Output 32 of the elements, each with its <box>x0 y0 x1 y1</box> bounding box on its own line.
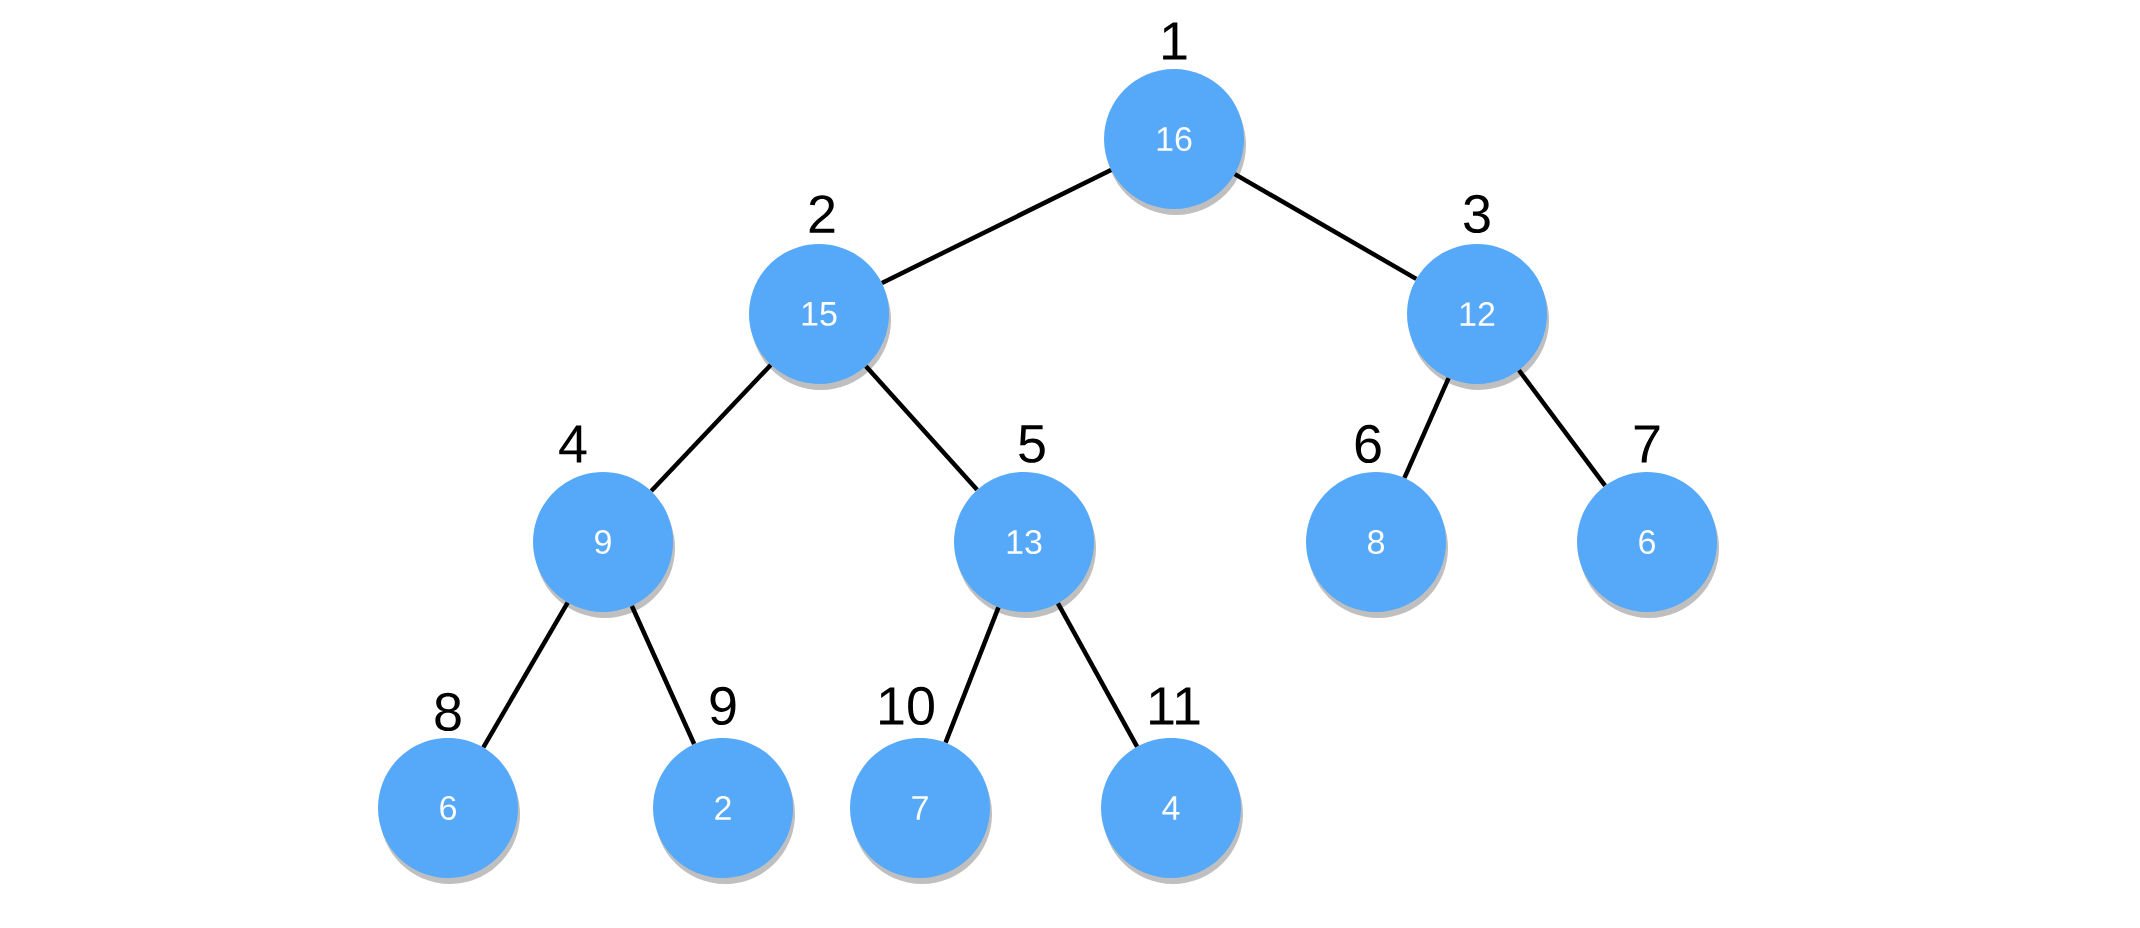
tree-node: 15 <box>749 244 891 390</box>
index-label: 8 <box>435 692 461 732</box>
index-label: 5 <box>1019 425 1045 463</box>
tree-edge <box>1517 368 1607 488</box>
index-label: 2 <box>809 195 835 233</box>
tree-node: 16 <box>1104 69 1246 215</box>
tree-edge <box>1402 377 1451 479</box>
index-label: 1 <box>1163 22 1187 60</box>
tree-edge <box>1056 602 1140 748</box>
index-label: 9 <box>710 686 736 726</box>
index-label: 10 <box>880 686 934 726</box>
tree-edge <box>629 605 697 745</box>
index-label: 4 <box>559 425 587 463</box>
tree-node: 4 <box>1101 738 1243 884</box>
tree-node: 13 <box>954 472 1096 618</box>
tree-edge <box>1233 172 1418 281</box>
tree-node: 8 <box>1306 472 1448 618</box>
index-label: 6 <box>1355 424 1381 464</box>
tree-edge <box>943 606 1001 744</box>
tree-node: 2 <box>653 738 795 884</box>
tree-node: 12 <box>1407 244 1549 390</box>
tree-node: 6 <box>1577 472 1719 618</box>
tree-node: 7 <box>850 738 992 884</box>
tree-node: 9 <box>533 472 675 618</box>
tree-edge <box>880 168 1113 285</box>
index-label: 3 <box>1464 194 1490 234</box>
tree-edge <box>649 363 773 493</box>
tree-edge <box>864 364 979 492</box>
index-label: 11 <box>1150 687 1200 725</box>
index-label: 7 <box>1634 425 1660 463</box>
tree-edge <box>481 601 570 749</box>
tree-node: 6 <box>378 738 520 884</box>
